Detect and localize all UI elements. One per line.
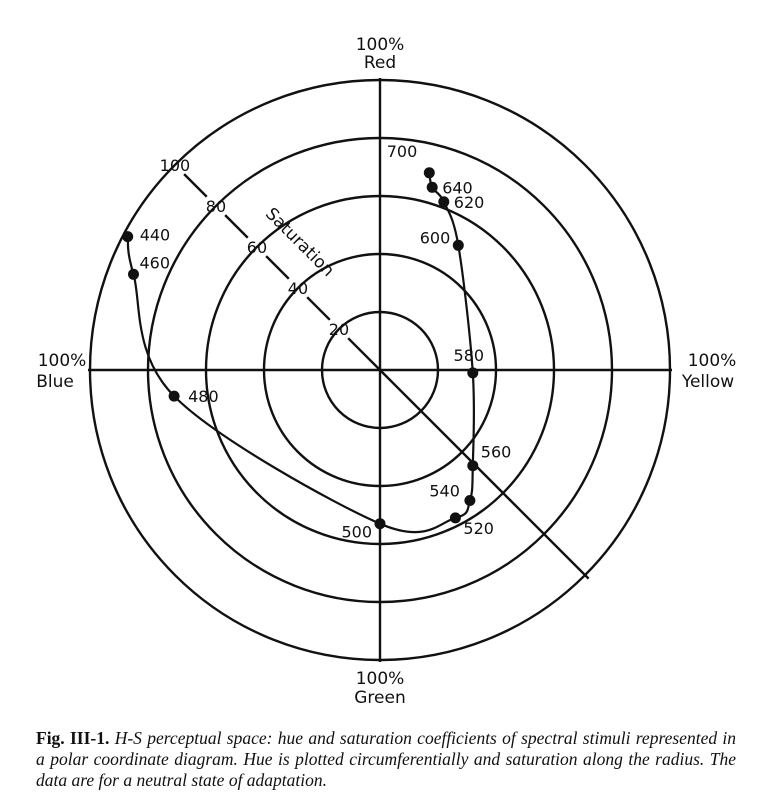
saturation-scale-segment-1: [306, 296, 331, 321]
hue-axes: [88, 78, 672, 662]
saturation-tick-60: 60: [247, 238, 267, 257]
data-point-520: [449, 512, 461, 524]
data-point-700: [423, 167, 435, 179]
saturation-tick-40: 40: [288, 279, 308, 298]
blue-percent-label: 100%: [38, 351, 87, 371]
point-label-700: 700: [387, 142, 418, 161]
saturation-tick-100: 100: [160, 156, 191, 175]
blue-label: Blue: [36, 372, 74, 392]
caption-text: H-S perceptual space: hue and saturation…: [36, 728, 737, 790]
point-label-600: 600: [420, 228, 451, 247]
caption-label: Fig. III-1.: [36, 728, 110, 748]
saturation-tick-80: 80: [206, 197, 226, 216]
data-point-560: [467, 460, 479, 472]
data-point-500: [374, 518, 386, 530]
data-point-440: [122, 231, 134, 243]
point-label-560: 560: [481, 443, 512, 462]
saturation-tick-20: 20: [329, 320, 349, 339]
green-label: Green: [354, 688, 405, 708]
point-label-480: 480: [188, 387, 219, 406]
yellow-percent-label: 100%: [688, 351, 737, 371]
red-label: Red: [364, 53, 396, 73]
point-label-460: 460: [140, 253, 171, 272]
saturation-scale-segment-0: [347, 337, 381, 371]
data-point-580: [467, 367, 479, 379]
data-point-600: [452, 239, 464, 251]
point-label-640: 640: [442, 178, 473, 197]
saturation-scale-segment-2: [265, 255, 290, 280]
saturation-scale-segment-4: [183, 173, 208, 198]
saturation-scale-lower-right: [379, 369, 590, 580]
point-label-620: 620: [454, 193, 485, 212]
data-point-620: [438, 196, 450, 208]
saturation-tick-labels: 20 40 60 80 100: [160, 156, 350, 339]
point-label-520: 520: [463, 519, 494, 538]
data-point-640: [426, 181, 438, 193]
point-label-580: 580: [454, 346, 485, 365]
red-percent-label: 100%: [356, 35, 405, 55]
data-point-480: [168, 390, 180, 402]
data-points: [122, 167, 479, 530]
data-point-540: [464, 495, 476, 506]
figure-caption: Fig. III-1. H-S perceptual space: hue an…: [36, 728, 736, 791]
point-label-540: 540: [429, 482, 460, 501]
green-percent-label: 100%: [356, 669, 405, 689]
point-label-440: 440: [140, 226, 171, 245]
data-point-460: [128, 268, 139, 280]
saturation-scale-segment-3: [224, 214, 249, 239]
yellow-label: Yellow: [681, 372, 734, 392]
point-label-500: 500: [341, 523, 372, 542]
